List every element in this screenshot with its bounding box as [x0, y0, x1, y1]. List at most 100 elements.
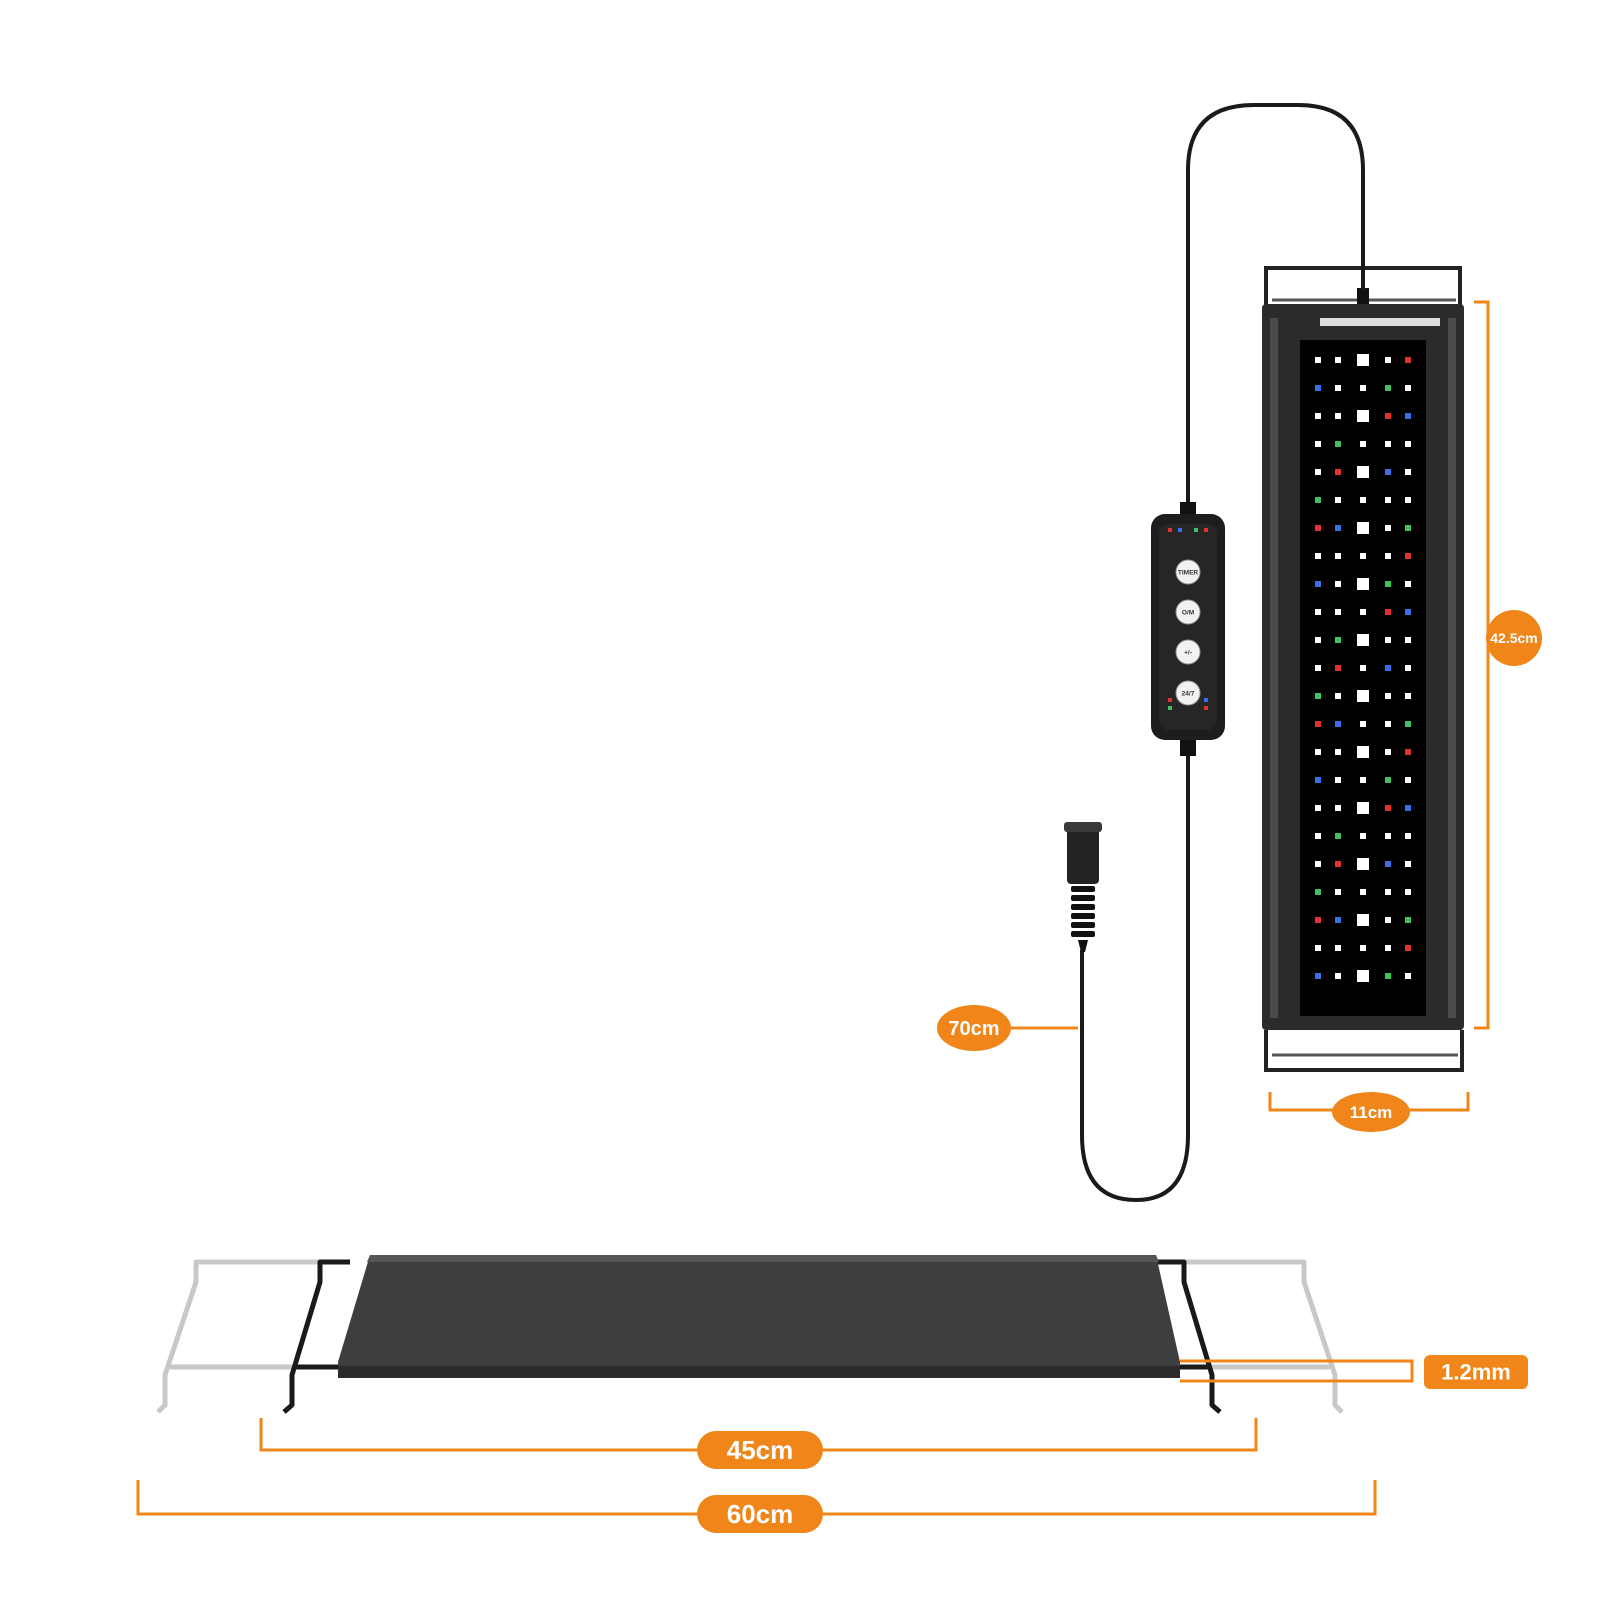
- led-chip: [1357, 970, 1369, 982]
- light-side-view: [156, 1255, 1344, 1414]
- dim-min-span-label: 45cm: [697, 1431, 823, 1469]
- light-housing-edge: [1270, 318, 1278, 1018]
- led-chip: [1315, 945, 1321, 951]
- label-strip: [1320, 318, 1440, 326]
- led-chip: [1335, 693, 1341, 699]
- led-chip: [1315, 749, 1321, 755]
- led-chip: [1335, 525, 1341, 531]
- led-chip: [1385, 357, 1391, 363]
- led-chip: [1385, 721, 1391, 727]
- led-chip: [1315, 693, 1321, 699]
- led-chip: [1385, 945, 1391, 951]
- led-chip: [1335, 357, 1341, 363]
- timer-icon: TIMER: [1178, 570, 1199, 577]
- led-chip: [1385, 497, 1391, 503]
- led-chip: [1315, 721, 1321, 727]
- led-chip: [1360, 385, 1366, 391]
- led-panel: [1300, 340, 1426, 1016]
- led-chip: [1335, 665, 1341, 671]
- led-chip: [1315, 777, 1321, 783]
- side-housing-bottom: [338, 1366, 1180, 1378]
- led-chip: [1360, 553, 1366, 559]
- led-chip: [1360, 609, 1366, 615]
- led-chip: [1405, 665, 1411, 671]
- dim-thickness-line: [1180, 1359, 1414, 1383]
- led-chip: [1315, 637, 1321, 643]
- cycle-icon: 24/7: [1182, 691, 1195, 698]
- power-mode-button[interactable]: O/M: [1175, 599, 1201, 625]
- led-chip: [1385, 637, 1391, 643]
- dim-length-label: 42.5cm: [1486, 610, 1542, 666]
- led-chip: [1360, 833, 1366, 839]
- led-chip: [1315, 525, 1321, 531]
- dim-cable-label: 70cm: [937, 1005, 1011, 1051]
- led-chip: [1335, 973, 1341, 979]
- led-chip: [1335, 945, 1341, 951]
- dim-min-span-label-text: 45cm: [727, 1435, 794, 1465]
- led-chip: [1335, 469, 1341, 475]
- led-chip: [1385, 973, 1391, 979]
- led-chip: [1335, 497, 1341, 503]
- led-chip: [1315, 441, 1321, 447]
- led-chip: [1335, 581, 1341, 587]
- led-chip: [1335, 917, 1341, 923]
- timer-button[interactable]: TIMER: [1175, 559, 1201, 585]
- bracket-left: [282, 1259, 350, 1414]
- cycle-button[interactable]: 24/7: [1175, 680, 1201, 706]
- led-chip: [1360, 665, 1366, 671]
- led-chip: [1405, 609, 1411, 615]
- power-cable: [1080, 103, 1365, 1203]
- led-chip: [1385, 469, 1391, 475]
- led-chip: [1335, 609, 1341, 615]
- led-chip: [1357, 578, 1369, 590]
- led-chip: [1335, 805, 1341, 811]
- led-chip: [1315, 805, 1321, 811]
- led-chip: [1315, 665, 1321, 671]
- led-chip: [1405, 805, 1411, 811]
- led-chip: [1360, 945, 1366, 951]
- brightness-button[interactable]: +/-: [1175, 639, 1201, 665]
- led-chip: [1335, 637, 1341, 643]
- led-chip: [1405, 833, 1411, 839]
- led-chip: [1357, 522, 1369, 534]
- led-chip: [1385, 889, 1391, 895]
- led-chip: [1357, 802, 1369, 814]
- led-chip: [1315, 861, 1321, 867]
- led-chip: [1315, 553, 1321, 559]
- led-chip: [1385, 749, 1391, 755]
- led-chip: [1405, 861, 1411, 867]
- dim-length-label-text: 42.5cm: [1490, 630, 1537, 646]
- led-chip: [1315, 889, 1321, 895]
- led-chip: [1405, 581, 1411, 587]
- led-chip: [1405, 497, 1411, 503]
- led-chip: [1405, 973, 1411, 979]
- led-chip: [1360, 441, 1366, 447]
- led-chip: [1385, 833, 1391, 839]
- led-chip: [1405, 693, 1411, 699]
- led-chip: [1385, 805, 1391, 811]
- led-chip: [1360, 889, 1366, 895]
- led-chip: [1357, 690, 1369, 702]
- led-chip: [1405, 357, 1411, 363]
- cable-clip: [1357, 288, 1369, 304]
- led-chip: [1357, 410, 1369, 422]
- led-chip: [1357, 746, 1369, 758]
- led-chip: [1315, 413, 1321, 419]
- led-chip: [1357, 858, 1369, 870]
- bracket-bottom: [1264, 1030, 1464, 1072]
- led-chip: [1315, 357, 1321, 363]
- dim-max-span-label: 60cm: [697, 1495, 823, 1533]
- led-chip: [1357, 914, 1369, 926]
- light-housing-edge-right: [1448, 318, 1456, 1018]
- led-chip: [1335, 889, 1341, 895]
- led-chip: [1405, 637, 1411, 643]
- power-mode-icon: O/M: [1182, 610, 1194, 617]
- led-chip: [1357, 466, 1369, 478]
- side-housing-top: [367, 1255, 1159, 1262]
- dim-width-label-text: 11cm: [1350, 1103, 1393, 1122]
- indicator-dot: [1168, 528, 1172, 532]
- led-chip: [1335, 553, 1341, 559]
- led-chip: [1385, 609, 1391, 615]
- led-chip: [1405, 945, 1411, 951]
